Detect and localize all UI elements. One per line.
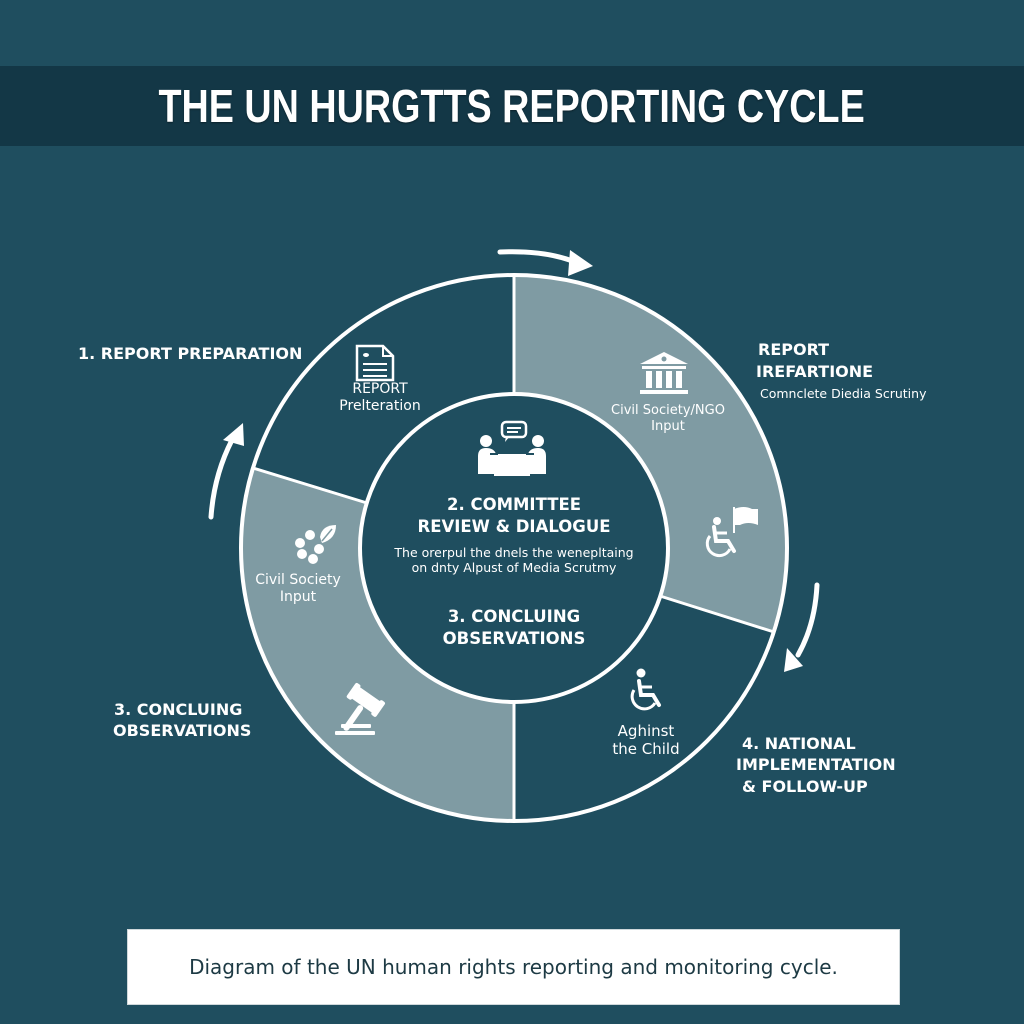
segment-top-right-label: Civil Society/NGO Input xyxy=(604,403,732,435)
segment-top-left xyxy=(253,275,514,503)
wheelchair-icon xyxy=(630,668,661,711)
segment-bottom-left-line1: Civil Society xyxy=(255,572,341,588)
label-national-implementation-line2: IMPLEMENTATION xyxy=(736,755,896,774)
center-heading2-line1: 3. CONCLUING xyxy=(447,607,581,626)
label-national-implementation-line3: & FOLLOW-UP xyxy=(742,777,868,796)
arrow-right-icon xyxy=(784,582,820,672)
segment-bottom-right-label: Aghinst the Child xyxy=(598,722,694,759)
label-report-top-right-sub: Comnclete Diedia Scrutiny xyxy=(760,386,927,401)
meeting-dialogue-icon xyxy=(478,420,546,476)
center-heading-committee-review: 2. COMMITTEE REVIEW & DIALOGUE xyxy=(384,494,644,538)
label-report-top-right-line1: REPORT xyxy=(758,340,830,359)
divider-right xyxy=(659,594,775,634)
center-heading1-line1: 2. COMMITTEE xyxy=(446,495,582,514)
label-concluding-observations-line2: OBSERVATIONS xyxy=(113,721,252,740)
segment-top-left-label: REPORT Prelteration xyxy=(330,381,430,415)
segment-bottom-right-line2: the Child xyxy=(612,740,680,759)
segment-bottom-left-label: Civil Society Input xyxy=(248,572,348,606)
document-icon xyxy=(355,344,395,382)
segment-bottom-left-line2: Input xyxy=(279,589,317,606)
caption-box: Diagram of the UN human rights reporting… xyxy=(127,929,900,1005)
wheelchair-flag-icon xyxy=(705,507,758,558)
arrow-top-icon xyxy=(497,249,593,276)
title-band: THE UN HURGTTS REPORTING CYCLE xyxy=(0,66,1024,146)
center-body-text: The orerpul the dnels the wenepltaing on… xyxy=(374,545,654,576)
segment-top-right-line2: Input xyxy=(651,418,685,434)
label-concluding-observations-line1: 3. CONCLUING xyxy=(114,700,243,719)
segment-top-left-line2: Prelteration xyxy=(339,398,421,415)
segment-bottom-right-line1: Aghinst xyxy=(617,722,675,740)
center-heading-concluding-observations: 3. CONCLUING OBSERVATIONS xyxy=(394,606,634,650)
caption-text: Diagram of the UN human rights reporting… xyxy=(189,955,838,979)
label-report-top-right-line2: IREFARTIONE xyxy=(756,362,874,381)
center-heading2-line2: OBSERVATIONS xyxy=(442,628,586,648)
label-national-implementation-line1: 4. NATIONAL xyxy=(742,734,856,753)
center-body-line1: The orerpul the dnels the wenepltaing xyxy=(394,545,634,560)
flower-leaf-icon xyxy=(295,525,336,564)
center-heading1-line2: REVIEW & DIALOGUE xyxy=(417,516,611,536)
label-report-preparation: 1. REPORT PREPARATION xyxy=(78,344,303,363)
divider-left xyxy=(252,466,368,505)
courthouse-icon xyxy=(640,352,688,394)
gavel-icon xyxy=(335,682,385,735)
segment-top-right-line1: Civil Society/NGO xyxy=(611,403,725,418)
arrow-left-icon xyxy=(208,423,244,520)
page-title: THE UN HURGTTS REPORTING CYCLE xyxy=(158,80,866,132)
center-body-line2: on dnty Alpust of Media Scrutmy xyxy=(411,560,617,576)
segment-top-left-line1: REPORT xyxy=(352,381,408,397)
